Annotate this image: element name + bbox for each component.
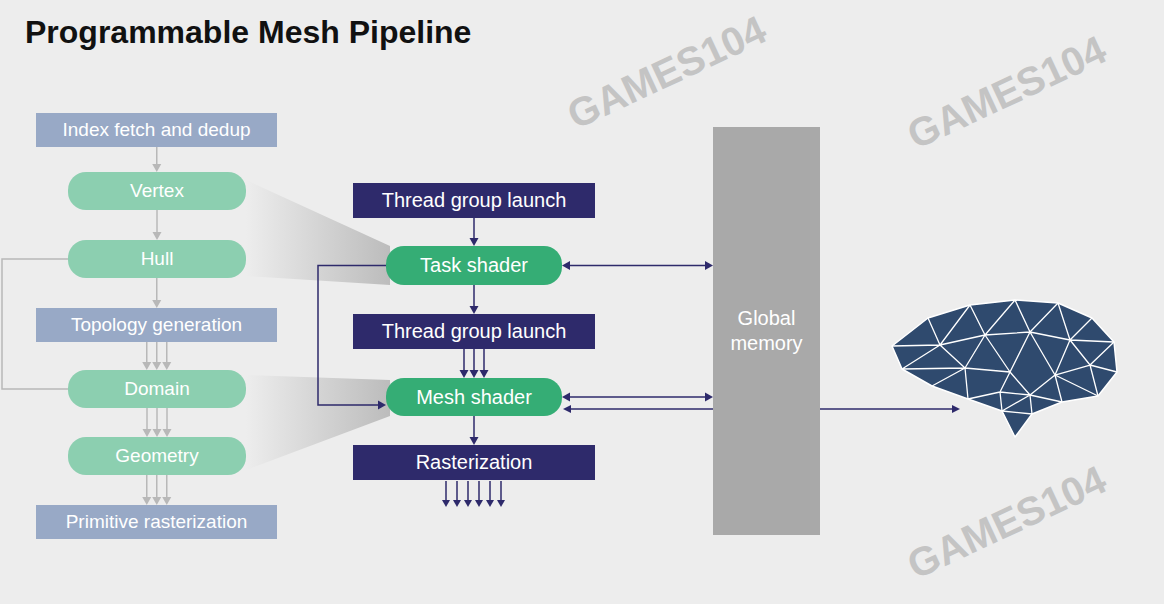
connector-line [156,147,158,164]
connector [470,416,479,445]
node-label: Vertex [130,179,184,203]
watermark: GAMES104 [900,457,1112,588]
arrowhead [562,393,570,402]
arrowhead [562,261,570,270]
node-label: Thread group launch [382,188,567,213]
connector-line [570,265,705,267]
connector [153,210,162,240]
stage-box: Topology generation [36,308,277,342]
shader-stage: Domain [68,370,246,408]
shader-stage: Geometry [68,437,246,475]
shader-stage: Task shader [386,246,562,285]
memory-block: Global memory [713,127,820,535]
connector [152,278,161,308]
connector [142,475,171,505]
connector-line [146,342,148,362]
diagram-title: Programmable Mesh Pipeline [25,14,471,51]
arrowhead [470,238,479,246]
node-label: Primitive rasterization [66,510,248,534]
connector-line [463,349,465,370]
connector-line [166,342,168,362]
connector-line [166,475,168,497]
shader-stage: Vertex [68,172,246,210]
node-label: Topology generation [71,313,242,337]
arrowhead [470,370,479,378]
connector [142,342,171,370]
shader-stage: Mesh shader [386,378,562,416]
connector [470,285,479,314]
node-label: Rasterization [416,450,533,475]
arrowhead [470,306,479,314]
connector-line [156,408,158,429]
node-label: Task shader [420,253,528,278]
arrowhead [152,497,161,505]
arrowhead [162,362,171,370]
connector [143,408,172,437]
connector-line [483,349,485,370]
node-label: Global memory [721,306,812,356]
node-label: Geometry [115,444,198,468]
connector-line [156,278,158,300]
arrowhead [142,497,151,505]
connector-line [146,475,148,497]
launch-box: Thread group launch [353,314,595,349]
arrowhead [152,300,161,308]
arrowhead [460,370,469,378]
arrowhead [153,429,162,437]
arrowhead [162,497,171,505]
arrowhead [163,429,172,437]
connector [152,147,161,172]
mesh-edges [892,300,1117,414]
connector-line [570,396,705,398]
arrowhead [152,164,161,172]
connector-line [146,408,148,429]
node-label: Mesh shader [416,385,532,410]
launch-box: Rasterization [353,445,595,480]
connector-line [156,210,158,232]
connector-line [473,218,475,238]
arrowhead [142,362,151,370]
watermark: GAMES104 [560,7,772,138]
connector-line [473,416,475,437]
node-label: Domain [124,377,189,401]
mesh-outline [892,300,1117,437]
mesh-illustration [892,300,1117,437]
arrowhead [705,261,713,270]
connector-line [156,342,158,362]
arrowhead [378,401,386,410]
connector [562,261,713,270]
arrowhead [470,437,479,445]
connector [470,218,479,246]
stage-box: Index fetch and dedup [36,113,277,147]
arrowhead [143,429,152,437]
shader-stage: Hull [68,240,246,278]
launch-box: Thread group launch [353,183,595,218]
arrowhead [152,362,161,370]
connector [562,393,713,402]
connector-line [473,349,475,370]
arrowhead [705,393,713,402]
node-label: Index fetch and dedup [62,118,250,142]
watermark: GAMES104 [900,27,1112,158]
stage-box: Primitive rasterization [36,505,277,539]
connector [460,349,489,378]
node-label: Thread group launch [382,319,567,344]
arrowhead [153,232,162,240]
connector-line [166,408,168,429]
node-label: Hull [141,247,174,271]
connector-line [473,285,475,306]
arrowhead [480,370,489,378]
connector-line [156,475,158,497]
raster-output-arrows [442,481,505,507]
